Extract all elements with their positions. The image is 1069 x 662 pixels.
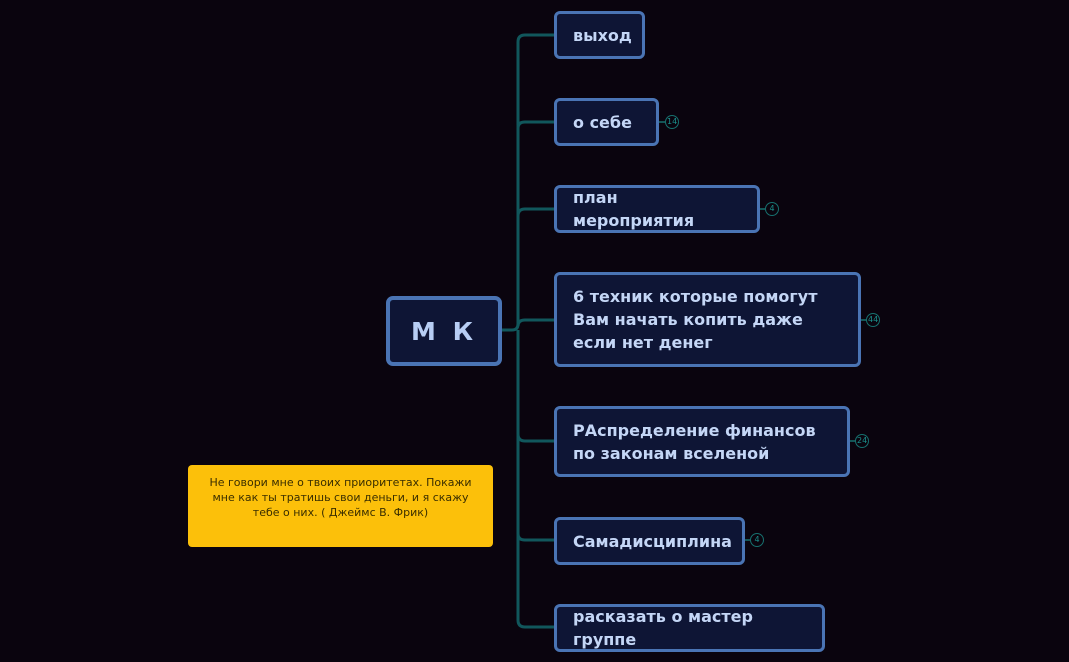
branch-node-exit[interactable]: выход: [554, 11, 645, 59]
branch-connector-5: [516, 433, 555, 443]
trunk-connector: [502, 33, 555, 332]
trunk-connector-lower: [516, 330, 555, 629]
branch-connector-2: [516, 120, 555, 129]
child-count-badge[interactable]: 44: [866, 313, 881, 327]
branch-connector-6: [516, 533, 555, 542]
branch-node-about[interactable]: о себе: [554, 98, 659, 146]
branch-connector-3: [516, 207, 555, 217]
quote-note[interactable]: Не говори мне о твоих приоритетах. Покаж…: [188, 465, 493, 547]
branch-connector-4: [516, 318, 555, 327]
child-count-badge[interactable]: 4: [750, 533, 764, 547]
child-count-badge[interactable]: 14: [665, 115, 680, 129]
branch-node-master-group[interactable]: расказать о мастер группе: [554, 604, 825, 652]
branch-node-techniques[interactable]: 6 техник которые помогут Вам начать копи…: [554, 272, 861, 367]
branch-node-finance[interactable]: РАспределение финансов по законам вселен…: [554, 406, 850, 477]
branch-node-plan[interactable]: план мероприятия: [554, 185, 760, 233]
root-node[interactable]: М К: [386, 296, 502, 366]
child-count-badge[interactable]: 24: [855, 434, 870, 448]
child-count-badge[interactable]: 4: [765, 202, 779, 216]
branch-node-discipline[interactable]: Самадисциплина: [554, 517, 745, 565]
